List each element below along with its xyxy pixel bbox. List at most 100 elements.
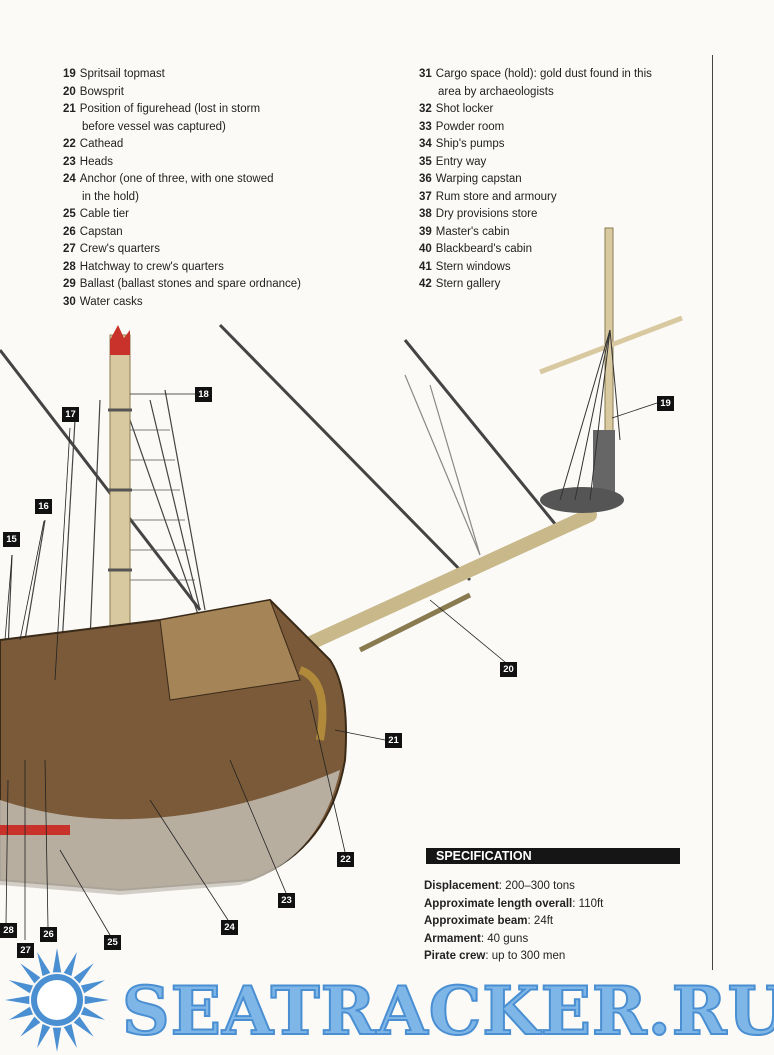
callout-28: 28 — [0, 923, 17, 938]
key-number: 25 — [63, 208, 76, 220]
key-number: 27 — [63, 243, 76, 255]
key-text: Position of figurehead (lost in storm — [79, 103, 261, 115]
sun-ray — [8, 980, 34, 994]
leader-lines — [4, 393, 658, 940]
spec-label: Approximate beam — [424, 915, 528, 927]
key-number: 24 — [63, 173, 76, 185]
key-number: 39 — [419, 225, 432, 238]
key-number: 36 — [419, 173, 432, 185]
key-text: Warping capstan — [435, 173, 522, 185]
key-text: Cable tier — [79, 208, 130, 220]
sun-ray — [73, 1016, 94, 1037]
ratlines — [130, 429, 195, 581]
key-number: 37 — [419, 190, 432, 203]
key-text: Cargo space (hold): gold dust found in t… — [435, 68, 652, 80]
spec-row: Armament: 40 guns — [424, 932, 529, 945]
key-number: 32 — [419, 103, 432, 115]
sun-ray — [5, 995, 30, 1005]
callout-18: 18 — [195, 387, 212, 402]
callout-23: 23 — [278, 893, 295, 908]
key-number: 30 — [63, 295, 76, 308]
spec-label: Approximate length overall — [424, 897, 573, 910]
key-text: Hatchway to crew's quarters — [79, 260, 224, 273]
key-text: Anchor (one of three, with one stowed — [79, 173, 274, 185]
key-text: Stern gallery — [435, 278, 501, 290]
key-text: Heads — [79, 155, 114, 168]
key-text: Spritsail topmast — [79, 68, 165, 80]
callout-21: 21 — [385, 733, 402, 748]
figurehead-position — [298, 666, 327, 741]
key-number: 21 — [63, 103, 76, 115]
key-number: 41 — [419, 260, 432, 273]
key-text: Powder room — [435, 120, 505, 133]
key-text: Entry way — [435, 155, 487, 168]
hull-red-stripe — [0, 825, 70, 835]
key-text: Bowsprit — [79, 85, 124, 98]
foremast-tip — [110, 325, 130, 355]
spec-value: up to 300 men — [491, 950, 566, 962]
key-number: 31 — [419, 68, 432, 80]
key-number: 34 — [419, 138, 432, 150]
spec-value: 110ft — [578, 897, 604, 910]
jib-boom — [358, 592, 472, 653]
spec-label: Displacement — [424, 880, 499, 892]
callout-20: 20 — [500, 662, 517, 677]
key-text: Ballast (ballast stones and spare ordnan… — [79, 278, 301, 290]
sun-ray — [52, 948, 62, 973]
key-number: 38 — [419, 208, 432, 220]
key-number: 42 — [419, 278, 432, 290]
key-text: Cathead — [79, 138, 124, 150]
sun-rays — [5, 948, 109, 1052]
sun-ray — [20, 963, 41, 984]
sun-ray — [52, 1027, 62, 1052]
callout-25: 25 — [104, 935, 121, 950]
callout-26: 26 — [40, 927, 57, 942]
callout-27: 27 — [17, 943, 34, 958]
spec-value: 24ft — [533, 915, 554, 927]
sun-ray — [80, 980, 106, 994]
spec-value: 40 guns — [487, 932, 529, 945]
key-number: 33 — [419, 120, 432, 133]
sun-ray — [37, 1023, 51, 1049]
key-text: Water casks — [79, 295, 143, 308]
topmast-base — [593, 430, 615, 500]
callout-24: 24 — [221, 920, 238, 935]
spec-row: Approximate beam: 24ft — [424, 915, 554, 927]
key-text-continued: in the hold) — [82, 190, 139, 203]
key-number: 35 — [419, 155, 432, 168]
key-number: 22 — [63, 138, 76, 150]
key-number: 40 — [419, 243, 432, 255]
callout-15: 15 — [3, 532, 20, 547]
spec-label: Pirate crew — [424, 950, 486, 962]
sun-ray — [63, 951, 77, 977]
hull-underside — [0, 770, 340, 895]
key-text-continued: area by archaeologists — [438, 85, 554, 98]
specification-heading: SPECIFICATION — [426, 848, 680, 864]
sun-ray — [84, 995, 109, 1005]
key-text: Stern windows — [435, 260, 511, 273]
watermark: SEATRACKER.RU — [121, 972, 774, 1050]
key-text: Rum store and armoury — [435, 190, 557, 203]
